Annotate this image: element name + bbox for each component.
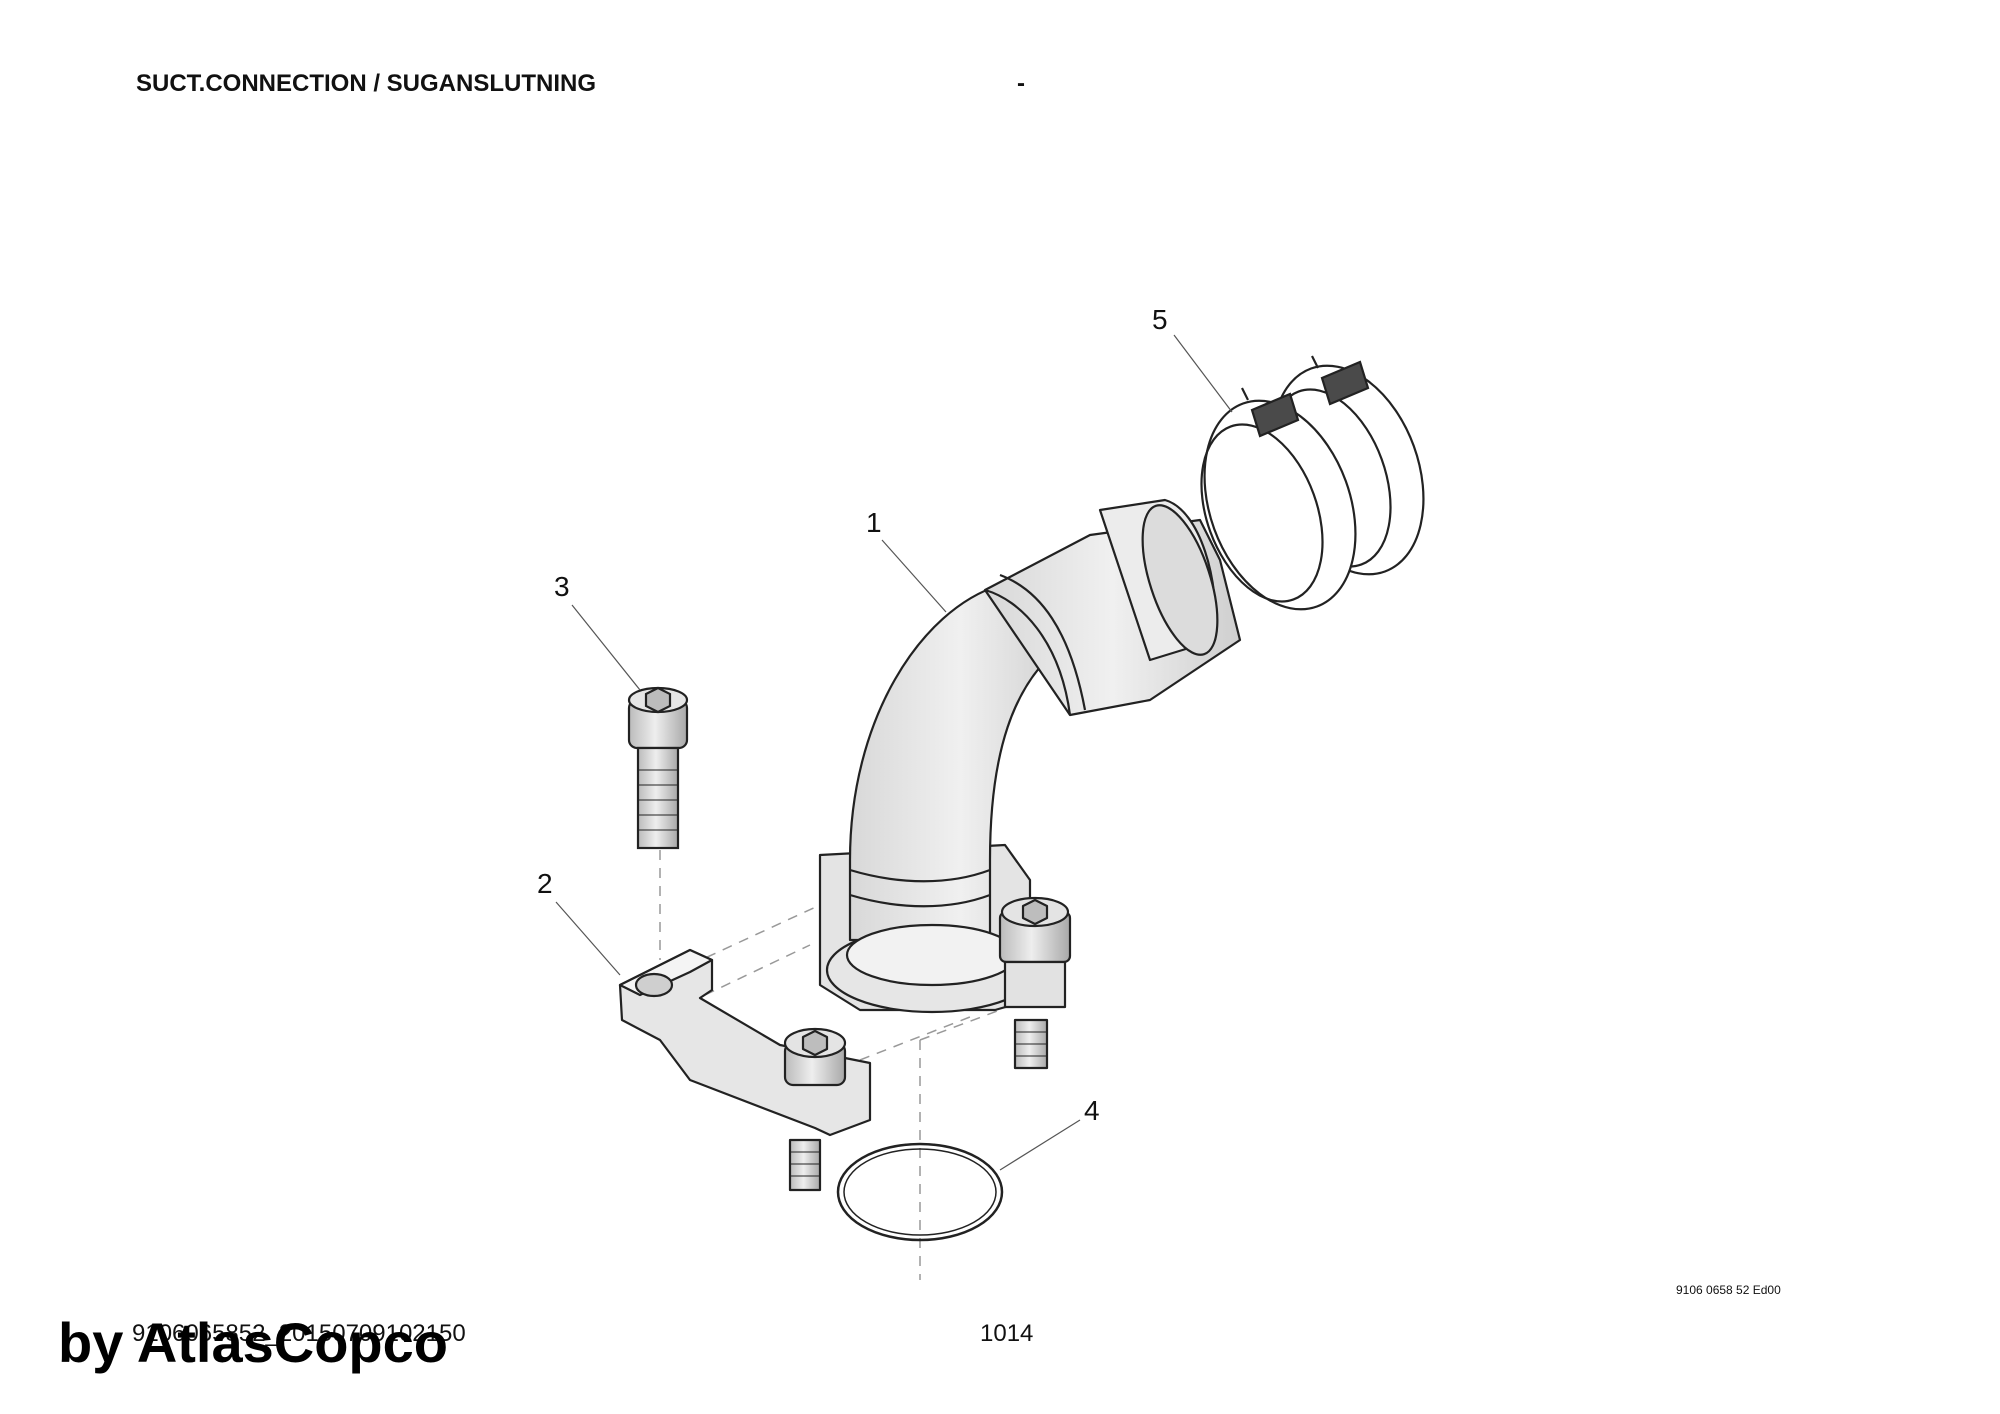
clamp-flange-part xyxy=(618,948,872,1192)
hose-clamps-part xyxy=(1200,355,1425,611)
callout-3: 3 xyxy=(554,571,641,691)
callout-label-4: 4 xyxy=(1084,1095,1100,1126)
page-number: 1014 xyxy=(980,1320,1034,1347)
callout-label-1: 1 xyxy=(866,507,882,538)
socket-head-screw-part xyxy=(627,686,689,850)
drawing-reference-code: 9106 0658 52 Ed00 xyxy=(1676,1283,1781,1297)
callout-label-5: 5 xyxy=(1152,304,1168,335)
callout-4: 4 xyxy=(999,1095,1100,1171)
document-id: 9106065852_20150709102150 xyxy=(132,1320,466,1347)
page-title: SUCT.CONNECTION / SUGANSLUTNING xyxy=(136,70,597,97)
elbow-pipe-part xyxy=(818,498,1242,1070)
callout-label-3: 3 xyxy=(554,571,570,602)
callout-5: 5 xyxy=(1152,304,1233,413)
brand-watermark: by AtlasCopco xyxy=(58,1311,448,1374)
header-dash: - xyxy=(1017,70,1025,97)
callout-2: 2 xyxy=(537,868,621,976)
callout-label-2: 2 xyxy=(537,868,553,899)
o-ring-part xyxy=(836,1142,1004,1242)
callout-1: 1 xyxy=(866,507,947,613)
